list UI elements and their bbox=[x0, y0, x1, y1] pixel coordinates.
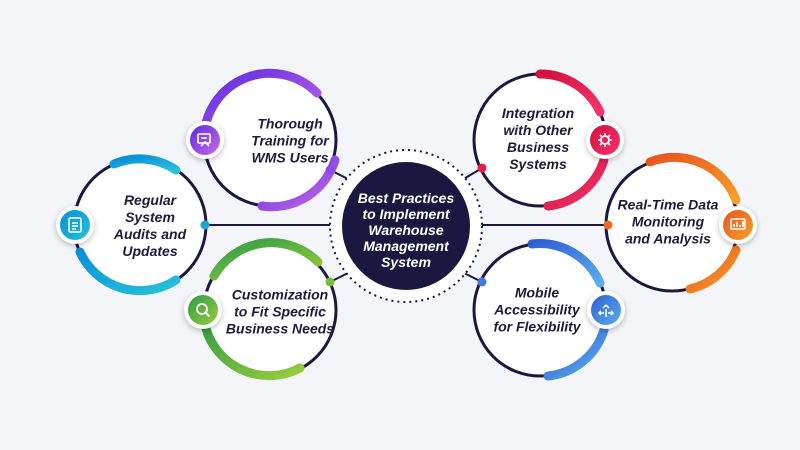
badge-realtime bbox=[719, 206, 757, 244]
label-training: Thorough Training for WMS Users bbox=[251, 115, 329, 166]
label-integration: Integration with Other Business Systems bbox=[501, 105, 575, 172]
chart-icon bbox=[723, 210, 753, 240]
label-audits: Regular System Audits and Updates bbox=[113, 192, 187, 259]
badge-audits bbox=[56, 206, 94, 244]
badge-mobile bbox=[587, 291, 625, 329]
center-title: Best Practices to Implement Warehouse Ma… bbox=[357, 190, 455, 270]
training-icon bbox=[190, 125, 220, 155]
search-gear-icon bbox=[188, 295, 218, 325]
node-mobile bbox=[472, 239, 609, 381]
node-integration bbox=[472, 69, 609, 211]
center-hub bbox=[342, 162, 470, 290]
badge-integration bbox=[586, 121, 624, 159]
badge-customization bbox=[184, 291, 222, 329]
node-training bbox=[199, 68, 340, 212]
node-customization bbox=[199, 238, 338, 381]
badge-training bbox=[186, 121, 224, 159]
label-customization: Customization to Fit Specific Business N… bbox=[225, 286, 335, 337]
label-mobile: Mobile Accessibility for Flexibility bbox=[493, 284, 581, 335]
node-realtime bbox=[603, 152, 741, 294]
label-realtime: Real-Time Data Monitoring and Analysis bbox=[617, 196, 719, 247]
directions-icon bbox=[591, 295, 621, 325]
gear-arrow-icon bbox=[590, 125, 620, 155]
checklist-icon bbox=[60, 210, 90, 240]
